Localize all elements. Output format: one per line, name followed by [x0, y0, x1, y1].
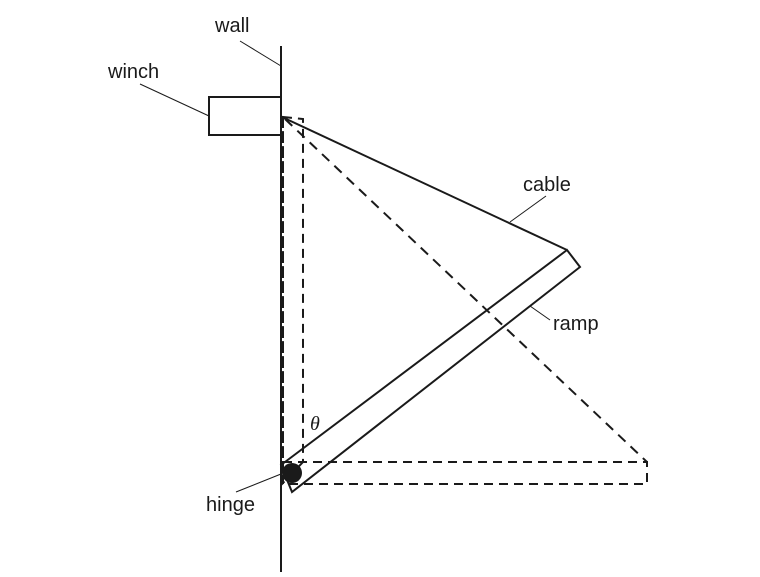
hinge	[282, 463, 302, 483]
cable-leader-line	[509, 195, 547, 223]
hinge-label: hinge	[206, 494, 255, 516]
winch-leader-line	[139, 83, 210, 117]
cable-horizontal-position	[284, 118, 648, 463]
wall-label: wall	[214, 15, 249, 37]
wall-leader-line	[239, 40, 282, 67]
winch-label: winch	[107, 61, 159, 83]
ramp-horizontal-position	[282, 461, 648, 485]
winch	[208, 96, 282, 136]
ramp-leader-line	[529, 305, 551, 321]
ramp-label: ramp	[553, 313, 599, 335]
cable-label: cable	[523, 174, 571, 196]
ramp	[279, 248, 582, 494]
angle-theta-label: θ	[310, 413, 320, 435]
cable	[281, 116, 568, 251]
hinge-leader-line	[235, 473, 282, 493]
ramp-vertical-position	[282, 115, 304, 486]
